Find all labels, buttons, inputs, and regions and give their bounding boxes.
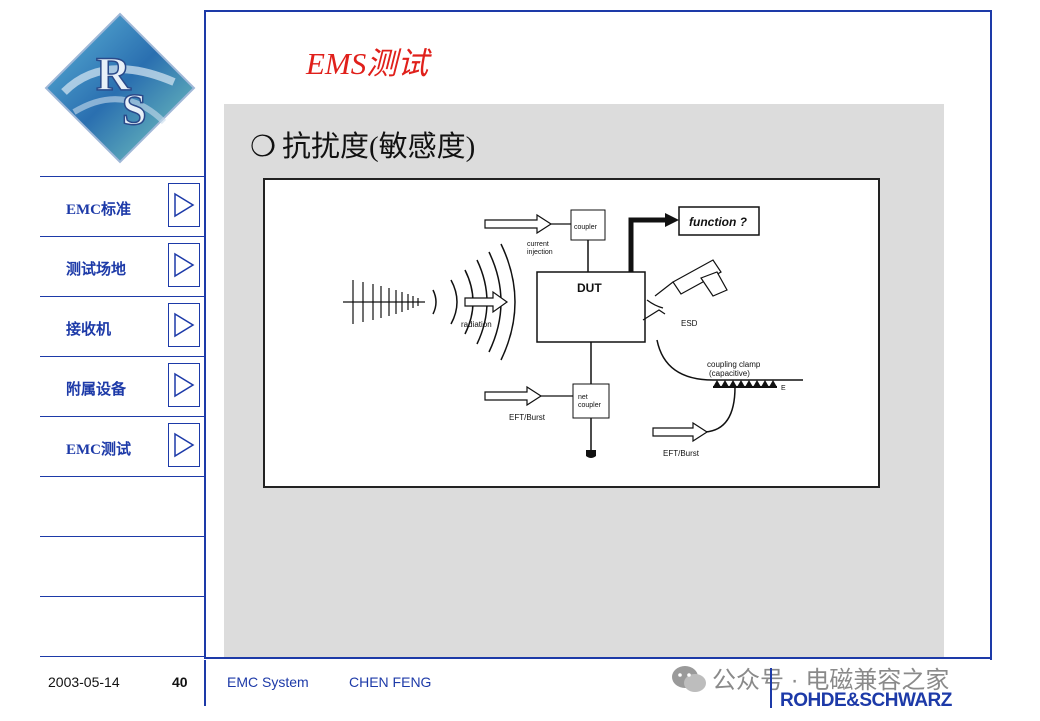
- nav-item-receiver[interactable]: 接收机: [40, 296, 206, 356]
- footer-author: CHEN FENG: [349, 674, 432, 690]
- clamp-cable-line: [656, 339, 803, 381]
- nav-play-button[interactable]: [168, 243, 200, 287]
- footer-system: EMC System: [227, 674, 309, 690]
- ems-diagram-svg: DUT coupler current injection function ?: [343, 206, 803, 458]
- coupler-label: coupler: [574, 224, 598, 231]
- nav-empty-slot: [40, 596, 206, 657]
- wechat-icon: [670, 664, 708, 699]
- frame-bottom-line: [204, 657, 992, 659]
- bullet-heading: ❍抗扰度(敏感度): [250, 123, 475, 165]
- nav-item-label: 测试场地: [66, 262, 127, 278]
- nav-play-button[interactable]: [168, 303, 200, 347]
- play-triangle-icon: [174, 312, 195, 338]
- function-label: function ?: [689, 215, 748, 229]
- bullet-circle-icon: ❍: [250, 131, 276, 163]
- function-output-line: [628, 217, 665, 272]
- clamp-e-label: E: [781, 385, 786, 392]
- brand-divider: [770, 668, 772, 708]
- radiation-arrow: [464, 290, 509, 314]
- play-triangle-icon: [174, 192, 195, 218]
- nav-item-label: 附属设备: [66, 382, 127, 398]
- clamp-capacitor-icon: [713, 380, 777, 387]
- eft-right-arrow: [652, 421, 709, 443]
- current-injection-label-1: current: [527, 241, 549, 248]
- net-coupler-box: [572, 383, 610, 419]
- frame-divider-line: [204, 10, 206, 657]
- slide-title: EMS测试: [306, 46, 429, 81]
- nav-empty-slot: [40, 476, 206, 536]
- side-nav: EMC标准 测试场地 接收机 附属设备 EMC测试: [40, 176, 206, 657]
- esd-label: ESD: [681, 319, 698, 328]
- function-arrowhead: [665, 213, 679, 227]
- clamp-feed-line: [704, 386, 736, 433]
- nav-item-emc-test[interactable]: EMC测试: [40, 416, 206, 476]
- footer-date: 2003-05-14: [48, 674, 120, 690]
- frame-right-line: [990, 10, 992, 660]
- nav-item-label: EMC测试: [66, 442, 131, 458]
- nav-empty-slot: [40, 536, 206, 596]
- nav-item-label: EMC标准: [66, 202, 131, 218]
- nav-play-button[interactable]: [168, 183, 200, 227]
- dut-box: [536, 271, 646, 343]
- log-periodic-antenna-icon: [343, 280, 425, 324]
- eft-left-label: EFT/Burst: [509, 413, 546, 422]
- footer-separator: [204, 660, 206, 706]
- rs-logo: R S: [44, 12, 196, 164]
- svg-text:R: R: [96, 48, 132, 101]
- current-injection-arrow: [484, 213, 553, 235]
- ground-plug-icon: [586, 450, 596, 458]
- coupling-clamp-label-2: (capacitive): [709, 369, 750, 378]
- radiation-waves-icon: [432, 243, 516, 361]
- footer-page-number: 40: [172, 674, 188, 690]
- play-triangle-icon: [174, 432, 195, 458]
- frame-top-line: [204, 10, 992, 12]
- eft-right-label: EFT/Burst: [663, 449, 700, 458]
- nav-play-button[interactable]: [168, 423, 200, 467]
- current-injection-label-2: injection: [527, 249, 553, 256]
- watermark-text: 公众号 · 电磁兼容之家: [712, 667, 950, 694]
- eft-left-arrow: [484, 385, 543, 407]
- ems-diagram: DUT coupler current injection function ?: [263, 178, 880, 488]
- radiation-label: radiation: [461, 320, 492, 329]
- coupler-box: [570, 209, 606, 241]
- nav-item-label: 接收机: [66, 322, 112, 338]
- dut-label: DUT: [577, 281, 602, 295]
- svg-text:S: S: [122, 85, 146, 134]
- nav-item-test-site[interactable]: 测试场地: [40, 236, 206, 296]
- esd-gun-icon: [642, 259, 728, 321]
- brand-name: ROHDE&SCHWARZ: [780, 690, 952, 711]
- nav-item-emc-standard[interactable]: EMC标准: [40, 176, 206, 236]
- play-triangle-icon: [174, 252, 195, 278]
- play-triangle-icon: [174, 372, 195, 398]
- net-coupler-label-2: coupler: [578, 402, 602, 409]
- bullet-text: 抗扰度(敏感度): [282, 131, 476, 163]
- nav-item-accessories[interactable]: 附属设备: [40, 356, 206, 416]
- net-coupler-label-1: net: [578, 394, 588, 401]
- nav-play-button[interactable]: [168, 363, 200, 407]
- coupling-clamp-label-1: coupling clamp: [707, 360, 761, 369]
- function-box: [678, 206, 760, 236]
